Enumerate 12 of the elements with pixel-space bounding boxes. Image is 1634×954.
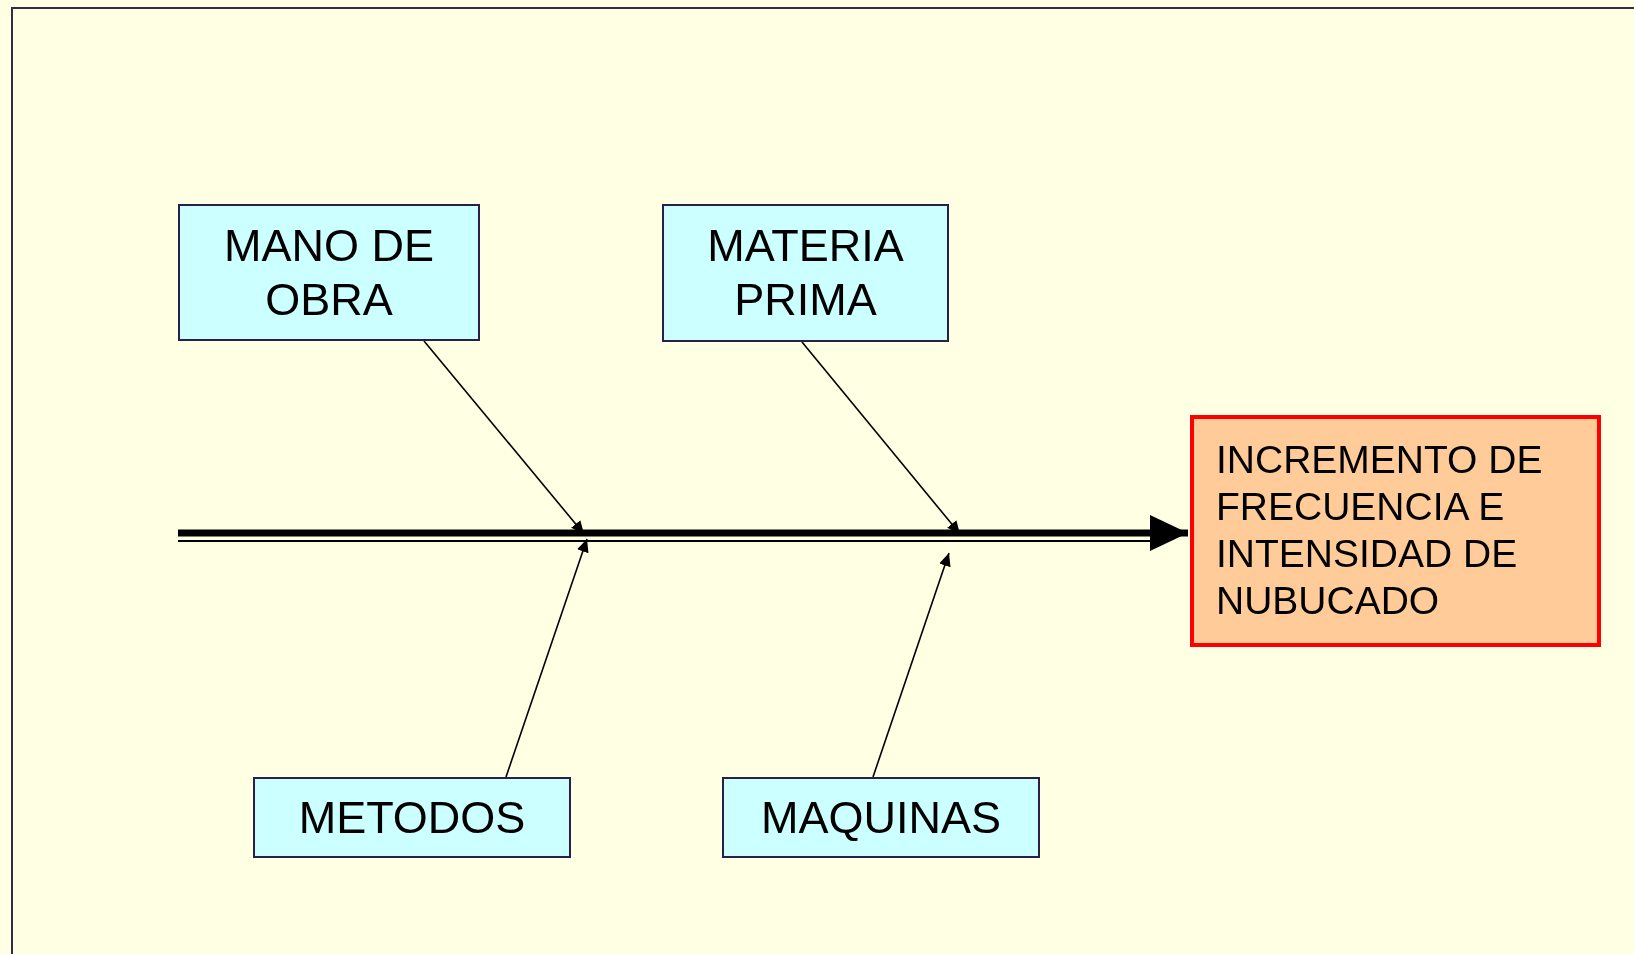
arrow [872,552,951,778]
cause-box [253,777,571,858]
effect-label: INCREMENTO DE FRECUENCIA E INTENSIDAD DE NUBUCADO [1216,437,1544,624]
effect-box [1190,415,1601,647]
cause-label: MANO DE OBRA [223,218,435,327]
cause-label: MAQUINAS [761,790,1001,845]
arrow [505,538,589,778]
cause-box [178,204,480,341]
cause-box [722,777,1040,858]
cause-label: METODOS [298,790,526,845]
cause-label: MATERIA PRIMA [706,219,905,327]
cause-box [662,204,949,342]
